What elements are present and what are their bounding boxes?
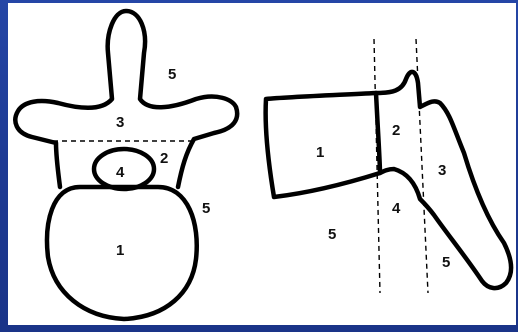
label-lateral-process: 3 xyxy=(438,162,446,179)
label-lateral-body: 1 xyxy=(316,144,324,161)
label-lateral-pedicle: 2 xyxy=(392,122,400,139)
label-body: 1 xyxy=(116,242,124,259)
lateral-view: 1 2 3 4 5 5 xyxy=(266,39,511,293)
label-pedicle: 2 xyxy=(160,150,168,167)
label-lateral-foramen: 4 xyxy=(392,200,401,217)
superior-view: 1 2 3 4 5 5 xyxy=(15,11,237,319)
diagram-panel: 1 2 3 4 5 5 1 2 3 4 5 5 xyxy=(8,3,516,325)
label-outer-right: 5 xyxy=(202,200,210,217)
label-canal: 4 xyxy=(116,164,125,181)
label-lamina: 3 xyxy=(116,114,124,131)
label-outer: 5 xyxy=(168,66,176,83)
posterior-arch-outline xyxy=(15,11,237,187)
lateral-dashed-line-right xyxy=(416,39,428,293)
vertebra-diagram: 1 2 3 4 5 5 1 2 3 4 5 5 xyxy=(8,3,516,325)
label-lateral-outer-left: 5 xyxy=(328,226,336,243)
label-lateral-outer-right: 5 xyxy=(442,254,450,271)
